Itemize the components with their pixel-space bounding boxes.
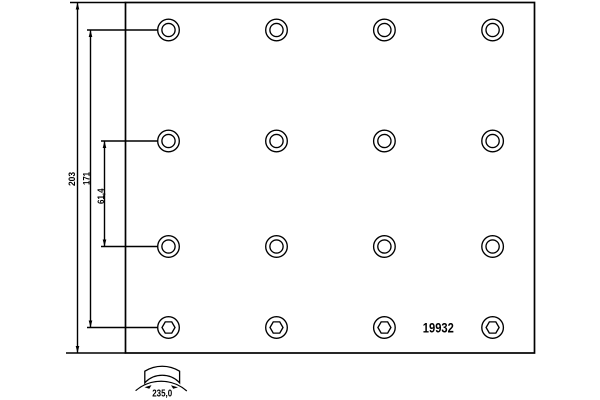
svg-text:235,0: 235,0 xyxy=(152,388,172,399)
svg-text:19932: 19932 xyxy=(423,321,454,336)
svg-text:171: 171 xyxy=(82,171,93,185)
svg-text:203: 203 xyxy=(67,172,78,186)
svg-text:61,4: 61,4 xyxy=(96,188,107,204)
